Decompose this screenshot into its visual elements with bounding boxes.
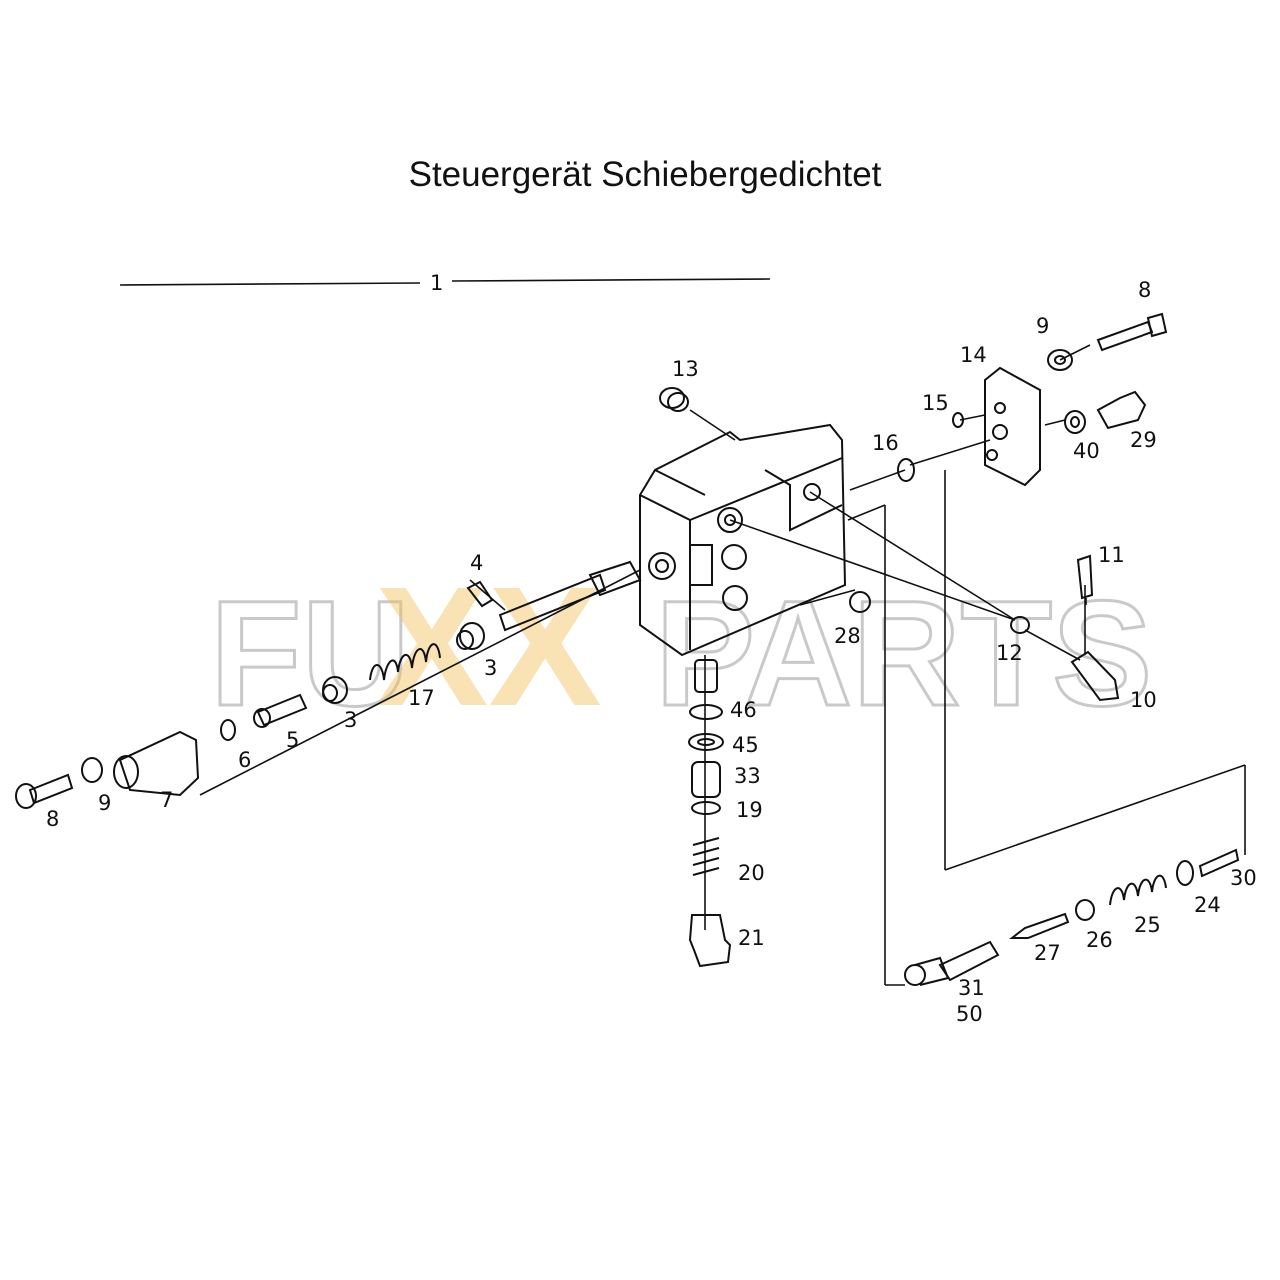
cover-plate: [984, 366, 1041, 487]
label-8-left: 8: [46, 807, 59, 831]
pin-4: [466, 580, 494, 608]
label-7: 7: [160, 788, 173, 812]
label-16: 16: [872, 431, 899, 455]
label-3-lower: 3: [344, 708, 357, 732]
seal-3-upper: [456, 622, 485, 650]
label-5: 5: [286, 728, 299, 752]
label-29: 29: [1130, 428, 1157, 452]
assembly-bracket: 1: [119, 271, 771, 295]
label-14: 14: [960, 343, 987, 367]
label-12: 12: [996, 641, 1023, 665]
label-1: 1: [430, 271, 443, 295]
label-6: 6: [238, 748, 251, 772]
washer-9-left: [81, 757, 103, 783]
label-27: 27: [1034, 941, 1061, 965]
label-46: 46: [730, 698, 757, 722]
label-28: 28: [834, 624, 861, 648]
ring-6: [220, 719, 236, 741]
watermark-left: FU: [210, 569, 410, 737]
plug-13: [659, 387, 689, 412]
ring-28: [849, 591, 871, 613]
label-33: 33: [734, 764, 761, 788]
label-9-left: 9: [98, 791, 111, 815]
pin-46-top: [694, 659, 718, 693]
ring-46: [689, 704, 723, 720]
ring-24: [1176, 860, 1194, 886]
seal-3-lower: [322, 676, 348, 704]
label-8-right: 8: [1138, 278, 1151, 302]
label-21: 21: [738, 926, 765, 950]
spring-20: [692, 837, 720, 876]
label-24: 24: [1194, 893, 1221, 917]
cover-7: [113, 730, 200, 797]
part-labels: 8 9 14 13 15 16 40 29 11 12 10 28 4 3 17…: [46, 278, 1257, 1026]
label-31: 31: [958, 976, 985, 1000]
label-13: 13: [672, 357, 699, 381]
label-15: 15: [922, 391, 949, 415]
ring-15: [952, 412, 964, 428]
plug-29: [1096, 390, 1147, 430]
piston-31: [904, 940, 1000, 986]
ring-12: [1010, 616, 1030, 634]
label-40: 40: [1073, 439, 1100, 463]
fitting-10: [1070, 650, 1120, 702]
label-26: 26: [1086, 928, 1113, 952]
label-17: 17: [408, 686, 435, 710]
spring-25: [1109, 874, 1167, 906]
bolt-8-right: [1096, 312, 1168, 352]
ring-45: [688, 733, 724, 751]
pin-11: [1076, 554, 1094, 605]
spool: [498, 560, 642, 632]
valve-housing: [639, 423, 847, 657]
cap-5: [253, 693, 308, 728]
label-19: 19: [736, 798, 763, 822]
o-ring-16: [897, 458, 915, 482]
spring-17: [369, 643, 441, 681]
label-4: 4: [470, 551, 483, 575]
washer-26: [1075, 899, 1095, 921]
spring-30: [1198, 848, 1240, 878]
label-11: 11: [1098, 543, 1125, 567]
watermark-right: PARTS: [655, 569, 1152, 737]
label-25: 25: [1134, 913, 1161, 937]
plug-21: [688, 914, 732, 968]
ring-19: [691, 801, 721, 815]
cone-27: [1009, 912, 1070, 939]
washer-9-right: [1047, 349, 1073, 371]
bolt-8-left: [15, 773, 74, 809]
label-20: 20: [738, 861, 765, 885]
label-50: 50: [956, 1002, 983, 1026]
sleeve-33: [691, 761, 721, 798]
washer-40: [1064, 410, 1086, 434]
label-9-right: 9: [1036, 314, 1049, 338]
label-30: 30: [1230, 866, 1257, 890]
label-3-upper: 3: [484, 656, 497, 680]
label-10: 10: [1130, 688, 1157, 712]
label-45: 45: [732, 733, 759, 757]
watermark: FU XX PARTS: [209, 552, 1154, 742]
diagram-title: Steuergerät Schiebergedichtet: [408, 155, 882, 194]
